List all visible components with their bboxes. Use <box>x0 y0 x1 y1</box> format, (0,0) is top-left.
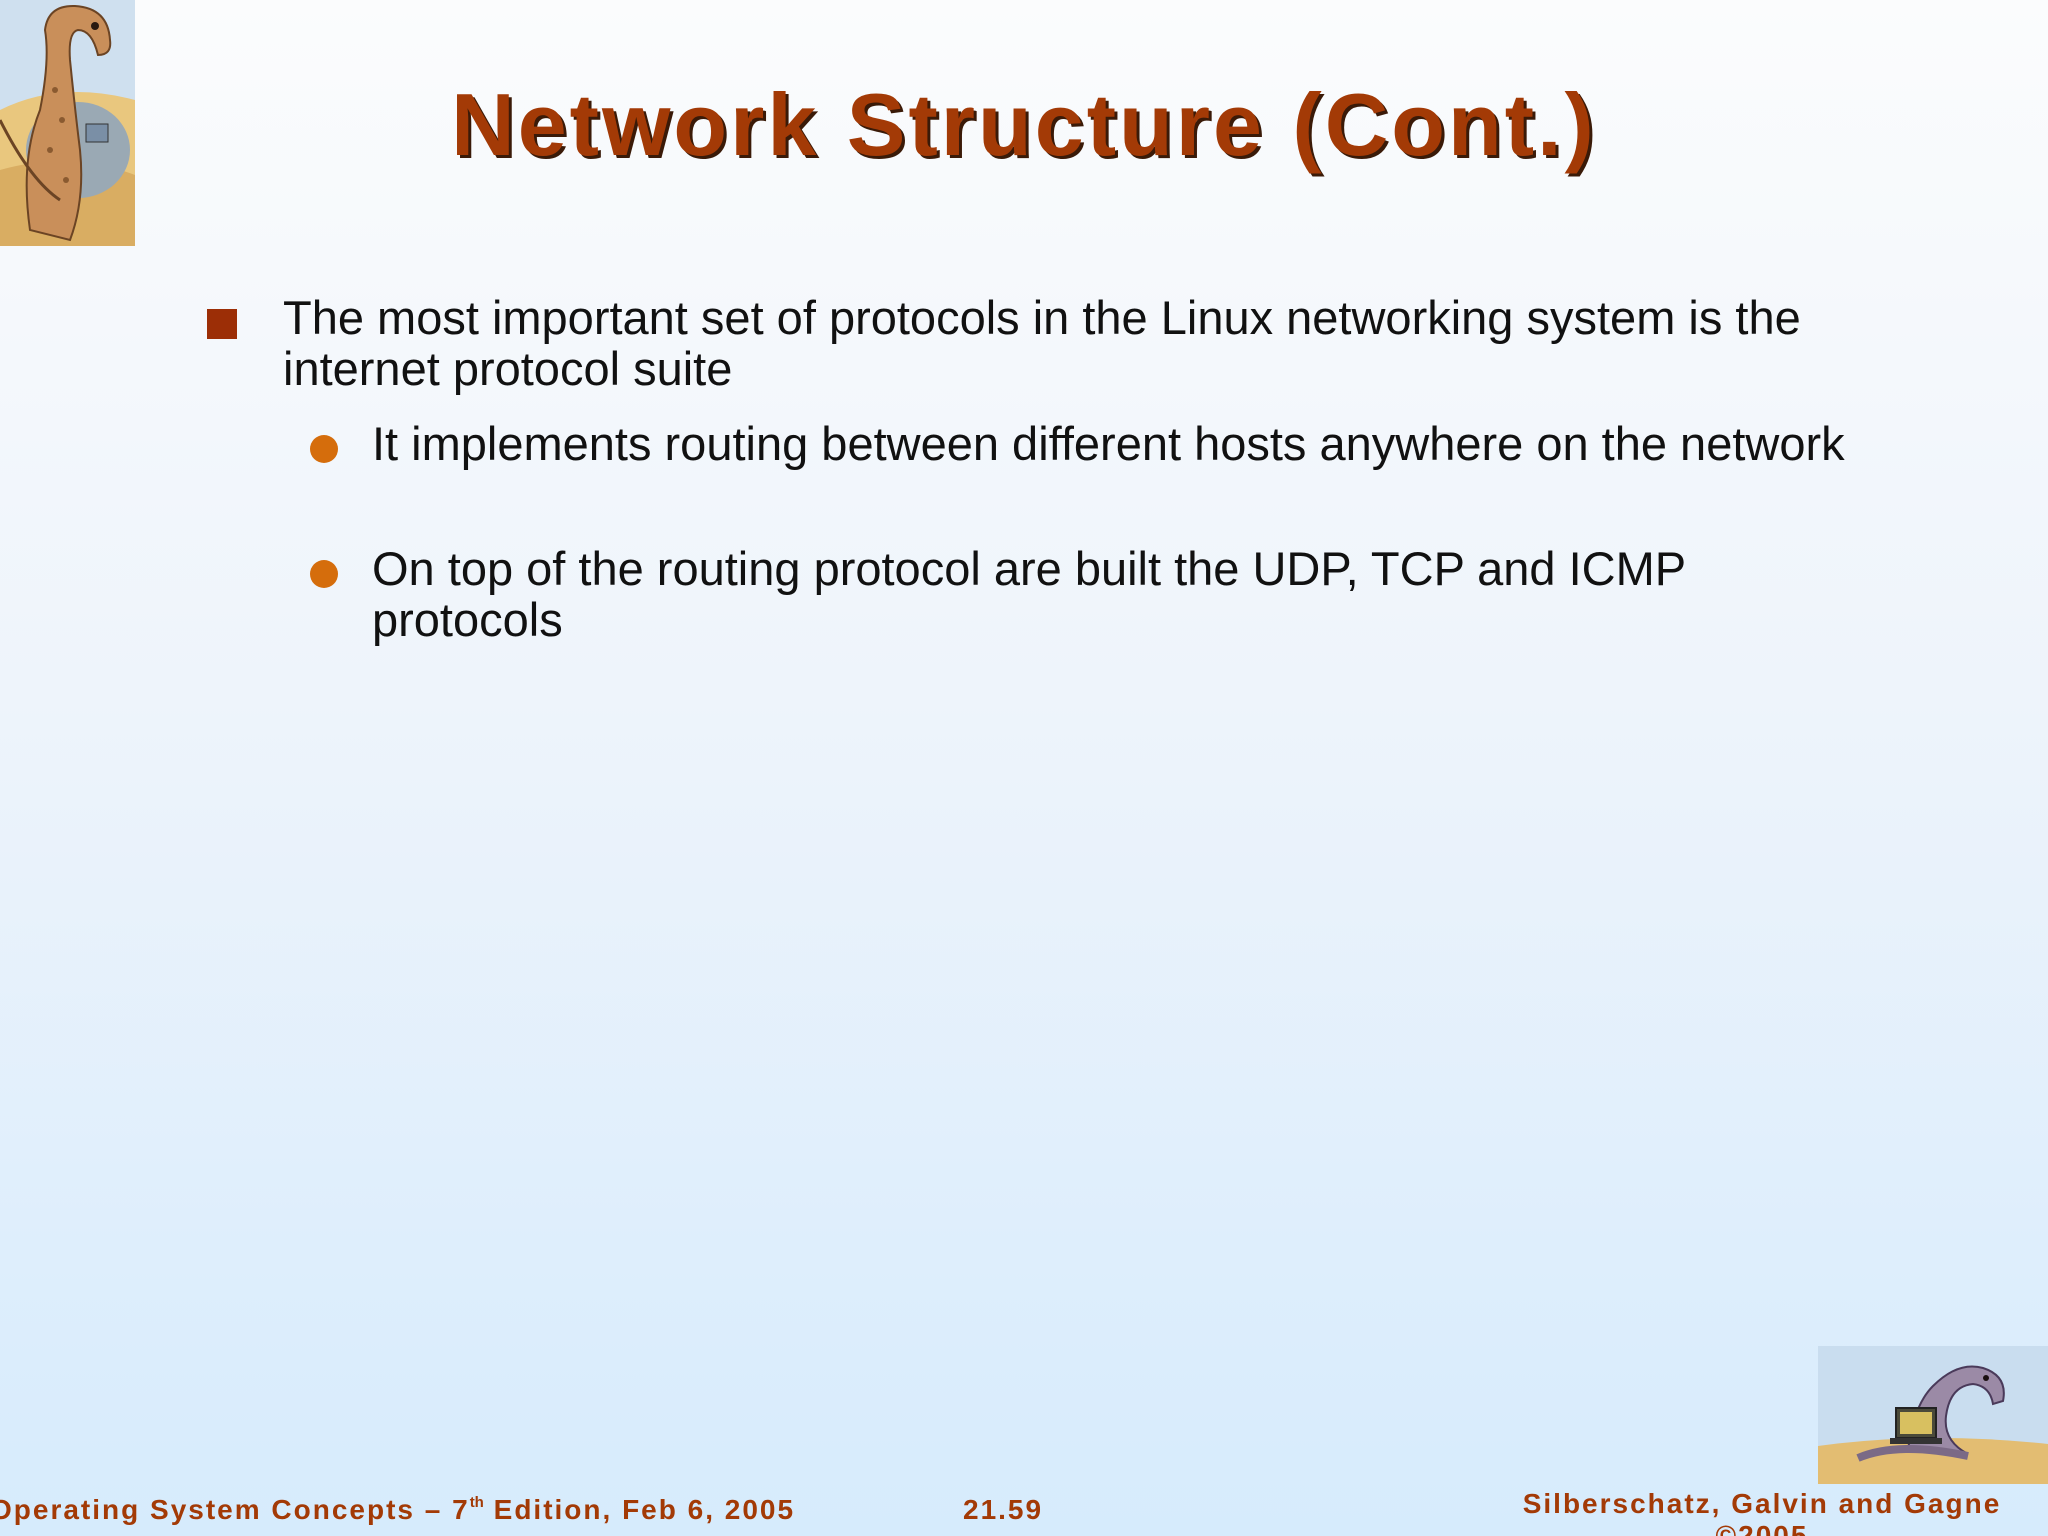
footer-left-suffix: Edition, Feb 6, 2005 <box>483 1494 796 1525</box>
bullet-item: The most important set of protocols in t… <box>283 291 1801 395</box>
sub-bullet-item: On top of the routing protocol are built… <box>372 542 1686 646</box>
footer-left-prefix: Operating System Concepts – 7 <box>0 1494 470 1525</box>
square-bullet-icon <box>207 309 237 339</box>
round-bullet-icon <box>310 560 338 588</box>
round-bullet-icon <box>310 435 338 463</box>
sub-bullet-item: It implements routing between different … <box>372 417 1845 470</box>
footer-left-superscript: th <box>469 1494 484 1511</box>
dinosaur-laptop-illustration-icon <box>1818 1346 2048 1484</box>
slide-title: Network Structure (Cont.) <box>451 75 1597 174</box>
footer-authors: Silberschatz, Galvin and Gagne ©2005 <box>1522 1488 2002 1536</box>
footer-course-info: Operating System Concepts – 7th Edition,… <box>0 1494 795 1526</box>
page-number: 21.59 <box>963 1494 1044 1525</box>
dinosaur-illustration-icon <box>0 0 135 246</box>
